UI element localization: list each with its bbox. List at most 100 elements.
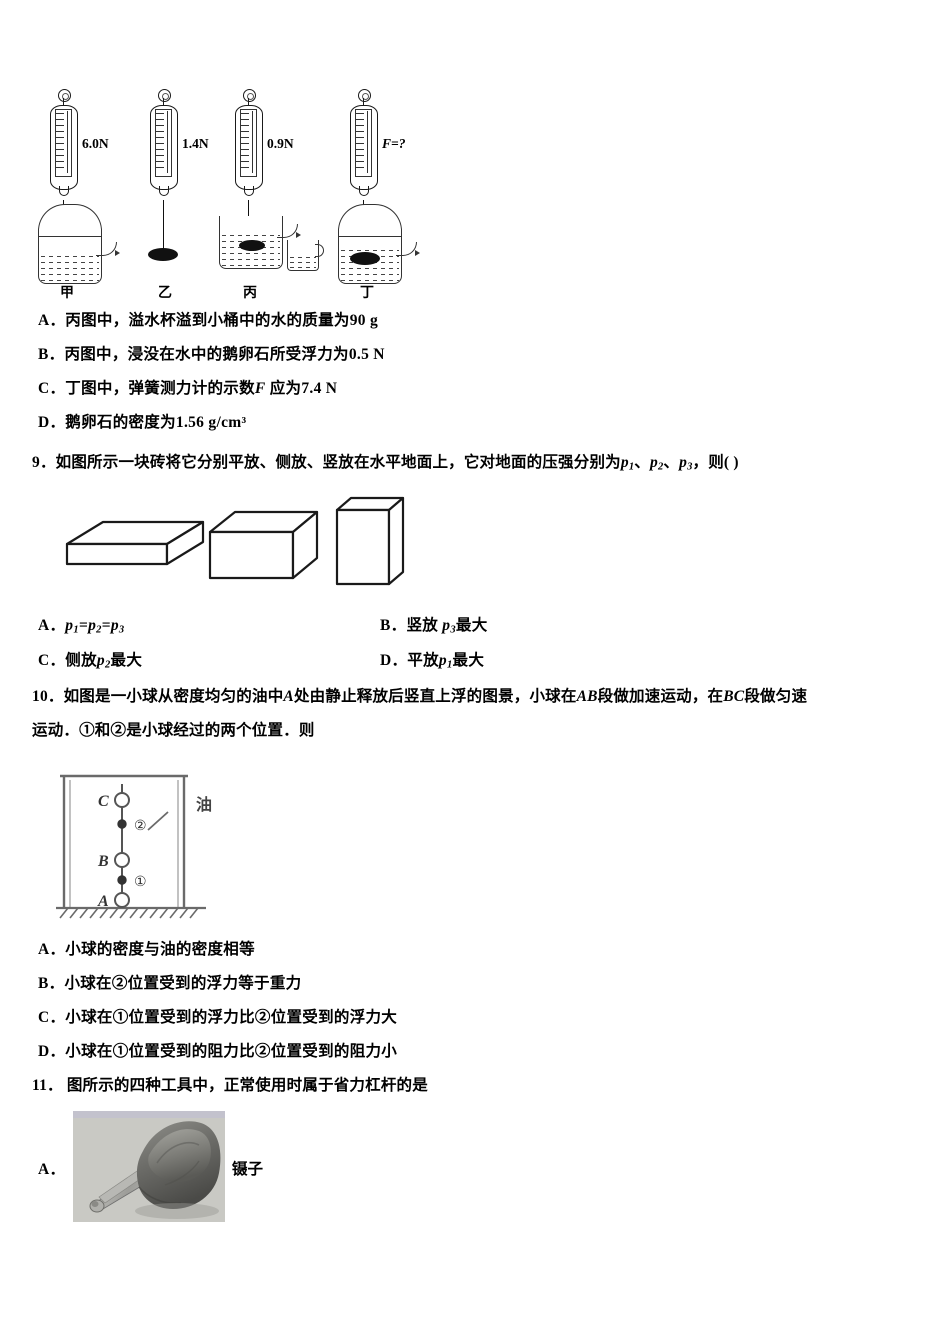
- scale-ring-icon: [158, 89, 171, 102]
- q9-option-c-letter: C．: [38, 652, 66, 669]
- q9-p2-sub: 2: [657, 461, 664, 473]
- q10-option-a[interactable]: A．小球的密度与油的密度相等: [38, 937, 255, 959]
- q9-option-b-prefix: 竖放: [406, 617, 439, 634]
- q8-option-d[interactable]: D．鹅卵石的密度为1.56 g/cm³: [38, 410, 246, 432]
- q9-sep1: 、: [634, 454, 650, 471]
- label-C: C: [98, 793, 109, 810]
- q8-option-d-letter: D．: [38, 414, 66, 431]
- water-cup: [288, 253, 318, 270]
- q10-stem-line1: 10．如图是一小球从密度均匀的油中A处由静止释放后竖直上浮的图景，小球在AB段做…: [32, 684, 807, 706]
- q9-option-b[interactable]: B．竖放 p3最大: [380, 613, 488, 636]
- rig-yi-reading: 1.4N: [182, 136, 209, 151]
- scale-ticks: [56, 111, 69, 173]
- q10-option-b-letter: B．: [38, 975, 65, 992]
- q9-option-a[interactable]: A．p1=p2=p3: [38, 613, 125, 636]
- spring-scale-icon: [235, 89, 263, 196]
- rig-ding-caption: 丁: [360, 286, 374, 301]
- tweezers-photo: [73, 1111, 225, 1222]
- q11-option-a-label: 镊子: [232, 1161, 264, 1178]
- q11-number: 11．: [32, 1077, 63, 1094]
- q9-option-b-sub: 3: [450, 624, 456, 636]
- water-jia: [39, 253, 101, 283]
- q10-stem-b: 处由静止释放后竖直上浮的图景，小球在: [293, 688, 577, 705]
- rig-ding-reading: F=?: [382, 136, 406, 151]
- q9-option-d[interactable]: D．平放p1最大: [380, 648, 484, 671]
- figure-brick-orientations: [55, 492, 425, 598]
- q8-option-c-letter: C．: [38, 380, 66, 397]
- rig-bing-caption: 丙: [243, 286, 257, 301]
- q10-option-b[interactable]: B．小球在②位置受到的浮力等于重力: [38, 971, 301, 993]
- q8-option-a[interactable]: A．丙图中，溢水杯溢到小桶中的水的质量为90 g: [38, 308, 378, 330]
- brick-side: [208, 510, 319, 580]
- q9-p3: p: [679, 454, 688, 471]
- spout-ding: [396, 242, 420, 256]
- q10-option-d-letter: D．: [38, 1043, 66, 1060]
- q10-option-d[interactable]: D．小球在①位置受到的阻力比②位置受到的阻力小: [38, 1039, 397, 1061]
- q10-number: 10．: [32, 688, 64, 705]
- q9-option-c-suffix: 最大: [110, 652, 143, 669]
- q9-stem-a: 如图所示一块砖将它分别平放、侧放、竖放在水平地面上，它对地面的压强分别为: [55, 454, 621, 471]
- q10-stem-c: 段做加速运动，在: [597, 688, 724, 705]
- q10-option-c-letter: C．: [38, 1009, 66, 1026]
- q9-option-d-var: p: [438, 652, 447, 669]
- spring-scale-icon: [350, 89, 378, 196]
- q9-p1-sub: 1: [628, 461, 635, 473]
- stone-ding: [350, 252, 380, 265]
- figure-spring-scale-buoyancy-experiment: 6.0N 甲: [38, 88, 458, 301]
- rig-yi-wire: [162, 200, 164, 252]
- q8-option-c-text: 丁图中，弹簧测力计的示数: [65, 380, 255, 397]
- q8-option-a-text: 丙图中，溢水杯溢到小桶中的水的质量为: [65, 312, 350, 329]
- q10-stem-d: 段做匀速: [744, 688, 808, 705]
- q10-option-c[interactable]: C．小球在①位置受到的浮力比②位置受到的浮力大: [38, 1005, 397, 1027]
- q10-option-d-text: 小球在①位置受到的阻力比②位置受到的阻力小: [65, 1043, 398, 1060]
- q9-number: 9．: [32, 454, 56, 471]
- label-A: A: [97, 893, 109, 910]
- scale-stem: [62, 98, 65, 106]
- q9-option-b-var: p: [442, 617, 451, 634]
- rig-jia-reading: 6.0N: [82, 136, 109, 151]
- q9-option-c-sub: 2: [104, 659, 111, 671]
- q9-option-d-letter: D．: [380, 652, 408, 669]
- ball-at-B: [114, 852, 130, 868]
- q10-option-b-text: 小球在②位置受到的浮力等于重力: [64, 975, 302, 992]
- figure-oil-container-rising-ball: C B A ② ① 油: [56, 768, 251, 923]
- q11-stem-text: 图所示的四种工具中，正常使用时属于省力杠杆的是: [66, 1077, 428, 1094]
- small-cup-bing: [287, 240, 324, 271]
- q10-point-a: A: [283, 688, 294, 705]
- stone-yi: [148, 248, 178, 261]
- q9-p3-sub: 3: [687, 461, 693, 473]
- ball-at-position-1: [117, 875, 127, 885]
- hand-icon: [136, 1121, 221, 1209]
- q10-option-c-text: 小球在①位置受到的浮力比②位置受到的浮力大: [65, 1009, 398, 1026]
- q8-option-c-var: F: [254, 380, 266, 397]
- label-position-2: ②: [134, 817, 147, 833]
- rig-yi-caption: 乙: [158, 286, 172, 301]
- q9-option-a-expr: p1=p2=p3: [65, 617, 125, 636]
- q10-seg-ab: AB: [576, 688, 598, 705]
- q8-option-b-value: 0.5 N: [348, 346, 385, 363]
- q10-stem-a: 如图是一小球从密度均匀的油中: [63, 688, 284, 705]
- q8-option-d-value: 1.56 g/cm³: [175, 414, 247, 431]
- q10-option-a-letter: A．: [38, 941, 66, 958]
- brick-upright: [335, 496, 405, 586]
- q8-option-c-value: 7.4 N: [301, 380, 338, 397]
- q9-p2: p: [649, 454, 658, 471]
- q9-option-d-prefix: 平放: [407, 652, 439, 669]
- q9-stem: 9．如图所示一块砖将它分别平放、侧放、竖放在水平地面上，它对地面的压强分别为 p 1…: [32, 450, 739, 473]
- scale-hook-icon: [59, 186, 69, 196]
- scale-hook-icon: [244, 186, 254, 196]
- scale-ring-icon: [243, 89, 256, 102]
- q8-option-a-letter: A．: [38, 312, 66, 329]
- q8-option-d-text: 鹅卵石的密度为: [65, 414, 176, 431]
- q10-seg-bc: BC: [723, 688, 745, 705]
- q9-option-c-var: p: [96, 652, 105, 669]
- label-oil: 油: [196, 795, 212, 814]
- q9-option-c[interactable]: C．侧放p2最大: [38, 648, 142, 671]
- q8-option-c[interactable]: C．丁图中，弹簧测力计的示数F 应为7.4 N: [38, 376, 337, 398]
- q9-option-b-letter: B．: [380, 617, 407, 634]
- q11-option-a-letter[interactable]: A．: [38, 1161, 66, 1178]
- q9-option-b-suffix: 最大: [455, 617, 488, 634]
- q8-option-b[interactable]: B．丙图中，浸没在水中的鹅卵石所受浮力为0.5 N: [38, 342, 385, 364]
- label-B: B: [97, 853, 109, 870]
- spring-scale-icon: [50, 89, 78, 196]
